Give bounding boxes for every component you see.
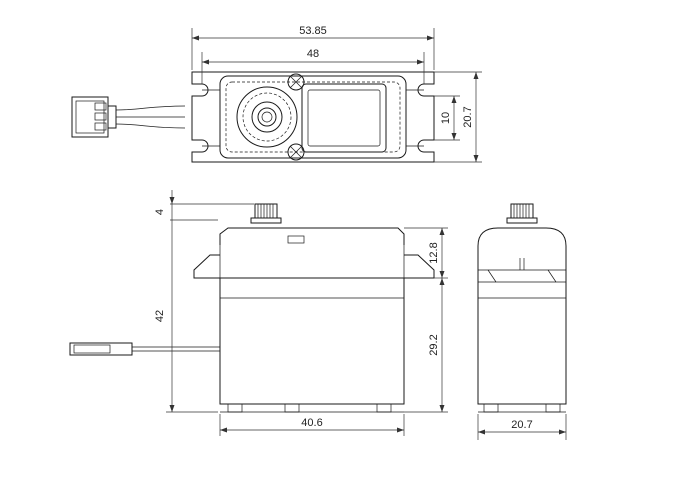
front-wire-connector (69, 342, 220, 356)
front-mounting-flange (193, 254, 435, 279)
dim-top-height: 20.7 (434, 71, 482, 163)
dim-label-48: 48 (307, 48, 319, 60)
dim-side-width: 20.7 (477, 414, 567, 440)
front-bottom-feet (220, 403, 404, 413)
dim-front-spline: 4 (154, 203, 254, 221)
dim-label-29-2: 29.2 (428, 334, 440, 355)
dim-label-12-8: 12.8 (428, 242, 440, 263)
top-wire (115, 105, 186, 129)
dim-label-40-6: 40.6 (301, 417, 322, 429)
top-screw-upper (287, 73, 305, 91)
dim-top-hole-spacing: 48 (201, 48, 425, 84)
dim-front-right-heights: 12.8 29.2 (404, 227, 448, 413)
front-upper-case (219, 227, 405, 245)
front-output-spline (250, 203, 282, 224)
dim-label-4: 4 (154, 209, 166, 215)
top-flange-outline (191, 71, 435, 163)
dim-front-total-height: 42 (154, 190, 218, 413)
top-label-window (301, 83, 387, 153)
dim-label-20-7-top: 20.7 (462, 106, 474, 127)
dim-label-10: 10 (440, 112, 452, 124)
output-gear (236, 86, 298, 148)
dim-label-42: 42 (154, 310, 166, 322)
side-case-outline (477, 227, 567, 405)
side-bottom-feet (478, 403, 566, 413)
side-view: 20.7 (477, 203, 567, 440)
dim-top-overall-width: 53.85 (191, 25, 435, 70)
top-view: 53.85 48 10 20.7 (71, 25, 482, 163)
dim-label-53-85: 53.85 (299, 25, 327, 37)
front-view: 4 42 12.8 29.2 40 (69, 190, 448, 436)
front-lower-case (219, 278, 405, 405)
dim-label-20-7-side: 20.7 (511, 419, 532, 431)
top-connector (71, 96, 117, 138)
dim-front-width: 40.6 (219, 414, 405, 436)
dim-top-hole-pitch: 10 (434, 95, 460, 141)
side-output-spline (506, 203, 538, 224)
top-case-body (219, 75, 407, 159)
